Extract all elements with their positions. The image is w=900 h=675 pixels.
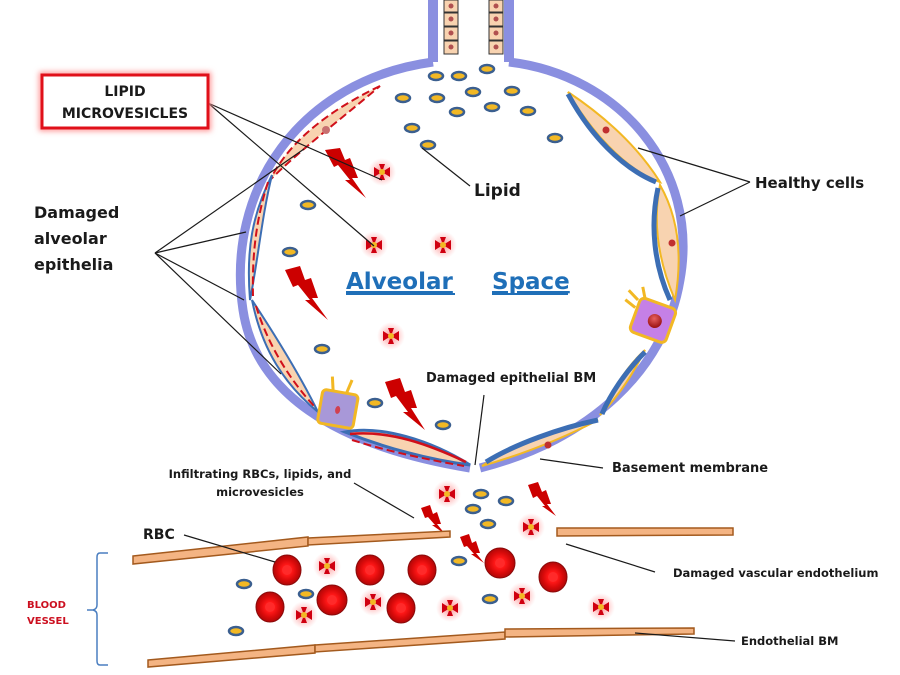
- lipid: [281, 246, 299, 258]
- microvesicle: [587, 593, 615, 621]
- lipid: [448, 106, 466, 118]
- microvesicle: [360, 231, 388, 259]
- microvesicle: [429, 231, 457, 259]
- rbc-label: RBC: [143, 527, 175, 543]
- damaged-vascular-endothelium-label: Damaged vascular endothelium: [673, 566, 878, 580]
- healthy-cell: [651, 182, 680, 304]
- basement-membrane-label: Basement membrane: [612, 461, 768, 476]
- vessel-wall-upper-left: [132, 536, 309, 565]
- alveolus: [235, 57, 688, 473]
- lipid: [450, 555, 468, 567]
- vessel-wall-lower-right: [504, 627, 695, 638]
- lipid: [299, 199, 317, 211]
- infiltrating-label-line1: Infiltrating RBCs, lipids, and: [169, 467, 352, 481]
- healthy-cell: [599, 349, 647, 416]
- macrophage: [624, 286, 678, 344]
- lipid: [419, 139, 437, 151]
- lipid: [464, 503, 482, 515]
- lipid: [313, 343, 331, 355]
- microvesicle: [508, 582, 536, 610]
- microvesicles: [290, 158, 615, 629]
- red-blood-cells: [255, 547, 568, 624]
- microvesicle: [368, 158, 396, 186]
- blood-vessel: [87, 527, 734, 668]
- vessel-wall-lower-mid: [314, 631, 506, 653]
- lipid: [497, 495, 515, 507]
- healthy-cells-label: Healthy cells: [755, 174, 864, 192]
- lipids: [227, 63, 564, 637]
- microvesicle: [377, 322, 405, 350]
- blood-vessel-bracket: [87, 552, 108, 666]
- vessel-wall-upper-right: [556, 527, 734, 537]
- lipid-microvesicles-callout: LIPID MICROVESICLES: [39, 72, 211, 131]
- lipid: [366, 397, 384, 409]
- infiltrating-label-line2: microvesicles: [216, 485, 304, 499]
- lipid: [479, 518, 497, 530]
- alveolar-space-label-word1: Alveolar: [346, 269, 453, 295]
- lightning-icon: [385, 378, 425, 430]
- damaged-epithelial-cell: [339, 428, 471, 467]
- lipid: [478, 63, 496, 75]
- healthy-cell: [565, 91, 663, 185]
- microvesicle: [433, 480, 461, 508]
- damaged-epithelial-cell: [247, 174, 273, 301]
- lipid: [503, 85, 521, 97]
- damaged-alveolar-label-line2: alveolar: [34, 229, 107, 248]
- microvesicle: [436, 594, 464, 622]
- lipid-label: Lipid: [474, 181, 521, 201]
- lipid: [483, 101, 501, 113]
- microvesicle: [517, 513, 545, 541]
- lipid-microvesicles-label-line1: LIPID: [104, 84, 145, 100]
- lipid: [227, 625, 245, 637]
- blood-vessel-label-line2: VESSEL: [27, 616, 69, 627]
- lipid: [427, 70, 445, 82]
- lipid: [472, 488, 490, 500]
- microvesicle: [313, 552, 341, 580]
- lipid: [546, 132, 564, 144]
- lipid: [428, 92, 446, 104]
- alveolar-space-label-word2: Space: [492, 269, 570, 295]
- endothelial-bm-label: Endothelial BM: [741, 634, 838, 648]
- airway-cells-left: [443, 0, 459, 55]
- lightning-icon: [325, 148, 366, 198]
- lightning-icon: [460, 534, 484, 563]
- microvesicle: [359, 588, 387, 616]
- damaged-epithelial-bm-label: Damaged epithelial BM: [426, 371, 596, 386]
- blood-vessel-label-line1: BLOOD: [27, 600, 66, 611]
- lipid-microvesicles-label-line2: MICROVESICLES: [62, 106, 188, 122]
- lipid: [235, 578, 253, 590]
- microvesicle: [290, 601, 318, 629]
- airway: [428, 0, 514, 62]
- vessel-wall-lower-left: [147, 644, 316, 668]
- lipid: [434, 419, 452, 431]
- damage-bolts: [285, 148, 556, 563]
- airway-cells-right: [488, 0, 504, 55]
- lightning-icon: [421, 505, 445, 534]
- lipid: [519, 105, 537, 117]
- damaged-alveolar-label-line3: epithelia: [34, 255, 113, 274]
- healthy-cell: [481, 417, 599, 467]
- lipid: [481, 593, 499, 605]
- leader-lines: [154, 102, 751, 642]
- lipid: [394, 92, 412, 104]
- lipid: [464, 86, 482, 98]
- lightning-icon: [528, 482, 556, 516]
- lipid: [297, 588, 315, 600]
- lipid: [450, 70, 468, 82]
- lipid: [403, 122, 421, 134]
- damaged-alveolar-label-line1: Damaged: [34, 203, 119, 222]
- lightning-icon: [285, 266, 328, 320]
- vessel-wall-upper-mid: [307, 530, 451, 546]
- alveolar-membrane: [235, 57, 688, 473]
- macrophage: [316, 376, 360, 430]
